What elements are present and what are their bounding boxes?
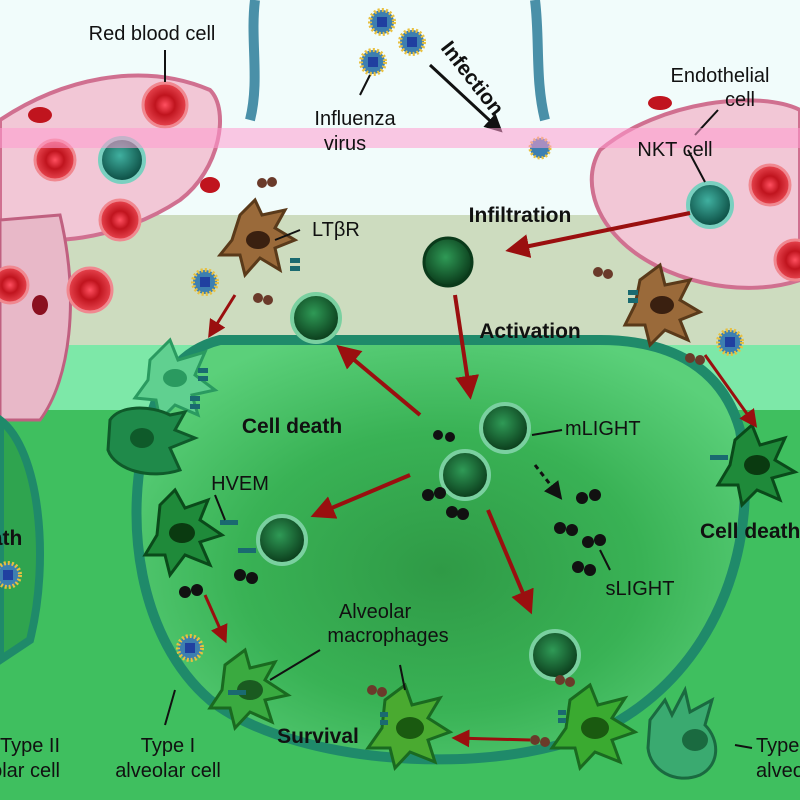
nkt-cell bbox=[256, 514, 308, 566]
red-blood-cell bbox=[66, 266, 114, 314]
type-ii-cell-right bbox=[646, 685, 718, 780]
cell-death-arrow bbox=[336, 344, 422, 417]
nkt-cell bbox=[686, 181, 734, 229]
red-blood-cell bbox=[98, 198, 142, 242]
label-cell-death-left: Cell death bbox=[0, 527, 22, 550]
label-endothelial-line2: cell bbox=[725, 89, 755, 111]
macrophage-bottom-right bbox=[549, 682, 639, 772]
light-particles bbox=[253, 177, 705, 747]
label-nkt-cell: NKT cell bbox=[637, 139, 712, 161]
label-type-ii-left-line2: alveolar cell bbox=[0, 760, 60, 782]
arrows bbox=[203, 63, 758, 748]
receptors bbox=[190, 258, 728, 725]
label-type-i-line2: alveolar cell bbox=[115, 760, 221, 782]
label-macrophages-line2: macrophages bbox=[327, 625, 448, 647]
alveolus bbox=[131, 335, 750, 765]
label-activation: Activation bbox=[479, 320, 581, 343]
nkt-cell bbox=[439, 449, 491, 501]
infiltration-arrow bbox=[505, 211, 691, 258]
label-type-ii-right-line1: Type II bbox=[756, 735, 800, 757]
macrophage-top-left bbox=[216, 197, 299, 279]
virus-icon bbox=[0, 561, 22, 589]
type-ii-cell-left-top bbox=[106, 406, 200, 476]
virus-icon bbox=[176, 634, 204, 662]
nkt-cells bbox=[98, 136, 734, 681]
survival-arrow bbox=[451, 729, 531, 748]
dying-macrophage-left bbox=[132, 337, 219, 424]
nkt-cell bbox=[422, 236, 474, 288]
virus-icon bbox=[191, 268, 219, 296]
activation-arrow bbox=[453, 294, 480, 400]
survival-arrow-left bbox=[203, 594, 228, 644]
nkt-cell bbox=[290, 292, 342, 344]
vessel-wall-right bbox=[530, 0, 550, 122]
glitch-band bbox=[0, 128, 800, 148]
macrophage-survival bbox=[365, 682, 454, 772]
label-slight: sLIGHT bbox=[606, 578, 675, 600]
label-type-ii-left-line1: Type II bbox=[0, 735, 60, 757]
shedding-arrow bbox=[533, 464, 563, 500]
label-type-i-line1: Type I bbox=[141, 735, 195, 757]
capillary-left-lower bbox=[0, 213, 72, 422]
infection-arrow bbox=[428, 63, 503, 133]
death-arrow-right bbox=[703, 354, 758, 428]
nkt-cell bbox=[529, 629, 581, 681]
label-endothelial-line1: Endothelial bbox=[671, 65, 770, 87]
label-red-blood-cell: Red blood cell bbox=[89, 23, 216, 45]
red-blood-cell bbox=[0, 265, 30, 305]
hvem-arrow bbox=[310, 473, 411, 519]
virus-icon bbox=[359, 48, 387, 76]
label-cell-death-center: Cell death bbox=[242, 415, 342, 438]
endothelial-nucleus bbox=[32, 295, 48, 315]
red-blood-cells bbox=[0, 81, 800, 315]
virus-icon bbox=[368, 8, 396, 36]
vessel-wall-left bbox=[245, 0, 260, 122]
label-type-ii-right-line2: alveolar cell bbox=[756, 760, 800, 782]
macrophage-right-lower bbox=[715, 422, 799, 509]
label-ltbr: LTβR bbox=[312, 219, 360, 241]
red-blood-cell bbox=[773, 238, 800, 282]
label-influenza-line2: virus bbox=[324, 133, 366, 155]
label-hvem: HVEM bbox=[211, 473, 269, 495]
endothelial-nucleus bbox=[28, 107, 52, 123]
virus-icon bbox=[398, 28, 426, 56]
macrophage-hvem bbox=[142, 487, 226, 579]
endothelial-nucleus bbox=[648, 96, 672, 110]
red-blood-cell bbox=[141, 81, 189, 129]
label-influenza-line1: Influenza bbox=[314, 108, 396, 130]
label-macrophages-line1: Alveolar bbox=[339, 601, 412, 623]
alveolus-left bbox=[0, 414, 44, 665]
red-blood-cell bbox=[748, 163, 792, 207]
nkt-cell bbox=[479, 402, 531, 454]
macrophage-right bbox=[622, 262, 704, 348]
label-survival: Survival bbox=[277, 725, 359, 748]
slight-particles bbox=[179, 430, 606, 598]
influenza-viruses bbox=[0, 8, 744, 662]
label-cell-death-right: Cell death bbox=[700, 520, 800, 543]
leader-lines bbox=[164, 50, 753, 749]
endothelial-nucleus bbox=[200, 177, 220, 193]
label-infiltration: Infiltration bbox=[469, 204, 572, 227]
label-mlight: mLIGHT bbox=[565, 418, 641, 440]
virus-icon bbox=[716, 328, 744, 356]
migration-arrow bbox=[486, 509, 534, 615]
death-arrow-left bbox=[208, 294, 237, 339]
